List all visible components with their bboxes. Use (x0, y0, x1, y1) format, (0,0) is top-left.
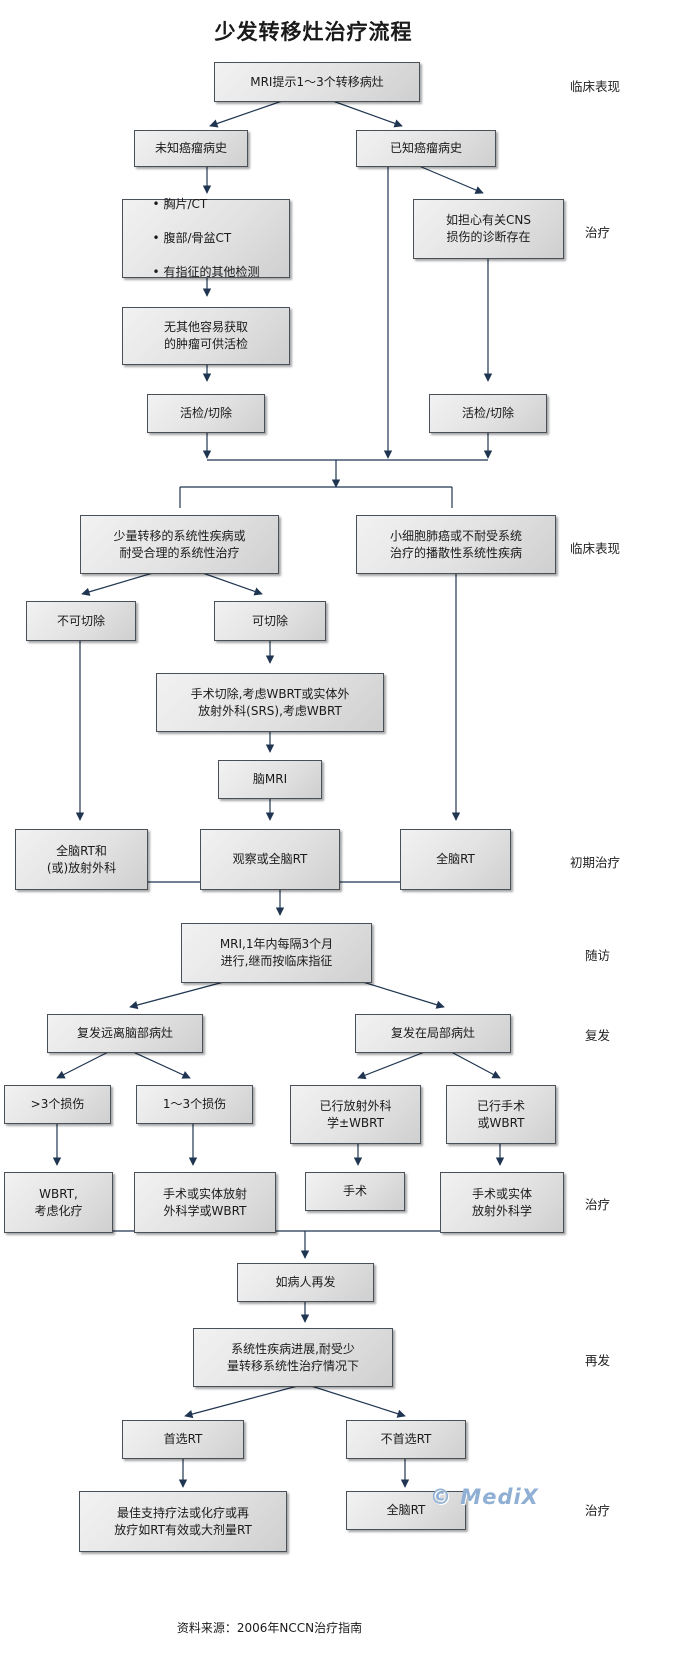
gt3-lesions-box: >3个损伤 (4, 1085, 111, 1124)
prior-radiosurgery-text: 已行放射外科 学±WBRT (319, 1098, 392, 1130)
surgery-wbrt-box: 手术切除,考虑WBRT或实体外 放射外科(SRS),考虑WBRT (156, 673, 384, 732)
surgery-or-srs-text: 手术或实体 放射外科学 (471, 1186, 532, 1218)
side-label-initial-treatment: 初期治疗 (570, 855, 621, 870)
workup-list: • 胸片/CT • 腹部/骨盆CT • 有指征的其他检测 (153, 179, 260, 298)
brain-mri-box: 脑MRI (218, 760, 322, 799)
prior-radiosurgery-box: 已行放射外科 学±WBRT (290, 1085, 421, 1144)
limited-systemic-text: 少量转移的系统性疾病或 耐受合理的系统性治疗 (113, 528, 246, 560)
biopsy-left-box: 活检/切除 (147, 394, 265, 433)
biopsy-left-text: 活检/切除 (179, 406, 233, 420)
side-label-treatment: 治疗 (585, 1197, 611, 1212)
known-history-text: 已知癌瘤病史 (389, 141, 462, 155)
side-label-re-recurrence: 再发 (585, 1353, 611, 1368)
wbrt-chemo-box: WBRT, 考虑化疗 (4, 1172, 113, 1233)
workup-box: • 胸片/CT • 腹部/骨盆CT • 有指征的其他检测 (122, 197, 290, 279)
no-easy-biopsy-box: 无其他容易获取 的肿瘤可供活检 (122, 307, 290, 365)
observe-wbrt-box: 观察或全脑RT (200, 829, 340, 890)
small-cell-text: 小细胞肺癌或不耐受系统 治疗的播散性系统性疾病 (389, 528, 522, 560)
gt3-lesions-text: >3个损伤 (30, 1097, 85, 1111)
systemic-progression-box: 系统性疾病进展,耐受少 量转移系统性治疗情况下 (193, 1328, 393, 1387)
wbrt-chemo-text: WBRT, 考虑化疗 (34, 1186, 83, 1218)
surgery-or-srs-wbrt-box: 手术或实体放射 外科学或WBRT (134, 1172, 276, 1233)
prior-rt-text: 首选RT (163, 1432, 203, 1446)
page-title: 少发转移灶治疗流程 (214, 20, 413, 44)
surgery-or-srs-wbrt-text: 手术或实体放射 外科学或WBRT (162, 1186, 247, 1218)
cns-concern-text: 如担心有关CNS 损伤的诊断存在 (446, 213, 531, 244)
biopsy-right-box: 活检/切除 (429, 394, 547, 433)
best-support-text: 最佳支持疗法或化疗或再 放疗如RT有效或大剂量RT (114, 1505, 252, 1537)
side-label-clinical: 临床表现 (570, 79, 621, 94)
brain-mri-text: 脑MRI (252, 772, 288, 786)
wbrt-radiosurgery-text: 全脑RT和 (或)放射外科 (46, 843, 117, 875)
unknown-history-text: 未知癌瘤病史 (154, 141, 227, 155)
local-recurrence-box: 复发在局部病灶 (355, 1014, 511, 1053)
observe-wbrt-text: 观察或全脑RT (232, 852, 308, 866)
wbrt-center-text: 全脑RT (436, 852, 475, 866)
if-recurs-text: 如病人再发 (275, 1275, 336, 1289)
resectable-text: 可切除 (251, 613, 288, 628)
wbrt-last-box: 全脑RT (346, 1491, 466, 1530)
unresectable-box: 不可切除 (26, 601, 136, 641)
watermark-logo: © MediX (430, 1485, 539, 1509)
known-history-box: 已知癌瘤病史 (356, 130, 496, 167)
if-recurs-box: 如病人再发 (237, 1263, 374, 1302)
side-label-followup: 随访 (585, 948, 611, 963)
prior-surgery-text: 已行手术 或WBRT (476, 1098, 525, 1130)
resectable-box: 可切除 (214, 601, 326, 641)
side-label-treatment: 治疗 (585, 225, 611, 240)
prior-rt-box: 首选RT (122, 1420, 244, 1459)
unknown-history-box: 未知癌瘤病史 (134, 130, 248, 167)
no-easy-biopsy-text: 无其他容易获取 的肿瘤可供活检 (163, 320, 248, 351)
surgery-box: 手术 (305, 1172, 405, 1211)
lesions-1-3-box: 1～3个损伤 (136, 1085, 253, 1124)
mri-1-3-lesions-box: MRI提示1～3个转移病灶 (214, 62, 420, 102)
workup-item: • 腹部/骨盆CT (152, 231, 232, 245)
followup-mri-box: MRI,1年内每隔3个月 进行,继而按临床指征 (181, 923, 372, 983)
distant-recurrence-box: 复发远离脑部病灶 (47, 1014, 203, 1053)
lesions-1-3-text: 1～3个损伤 (162, 1097, 227, 1111)
surgery-wbrt-text: 手术切除,考虑WBRT或实体外 放射外科(SRS),考虑WBRT (190, 686, 350, 718)
systemic-progression-text: 系统性疾病进展,耐受少 量转移系统性治疗情况下 (226, 1341, 359, 1373)
distant-recurrence-text: 复发远离脑部病灶 (76, 1026, 173, 1040)
wbrt-radiosurgery-box: 全脑RT和 (或)放射外科 (15, 829, 148, 890)
biopsy-right-text: 活检/切除 (461, 406, 515, 420)
no-prior-rt-text: 不首选RT (380, 1432, 432, 1446)
no-prior-rt-box: 不首选RT (346, 1420, 466, 1459)
followup-mri-text: MRI,1年内每隔3个月 进行,继而按临床指征 (219, 937, 334, 968)
source-note: 资料来源：2006年NCCN治疗指南 (176, 1621, 363, 1635)
side-label-clinical: 临床表现 (570, 541, 621, 556)
best-support-box: 最佳支持疗法或化疗或再 放疗如RT有效或大剂量RT (79, 1491, 287, 1552)
limited-systemic-box: 少量转移的系统性疾病或 耐受合理的系统性治疗 (80, 515, 279, 574)
surgery-text: 手术 (342, 1184, 367, 1198)
mri-1-3-lesions-text: MRI提示1～3个转移病灶 (250, 74, 384, 89)
unresectable-text: 不可切除 (56, 613, 105, 628)
wbrt-center-box: 全脑RT (400, 829, 511, 890)
wbrt-last-text: 全脑RT (386, 1503, 426, 1517)
side-label-treatment: 治疗 (585, 1503, 611, 1518)
cns-concern-box: 如担心有关CNS 损伤的诊断存在 (413, 199, 564, 259)
local-recurrence-text: 复发在局部病灶 (390, 1026, 475, 1040)
surgery-or-srs-box: 手术或实体 放射外科学 (440, 1172, 564, 1233)
workup-item: • 有指征的其他检测 (152, 265, 260, 279)
prior-surgery-box: 已行手术 或WBRT (446, 1085, 556, 1144)
small-cell-box: 小细胞肺癌或不耐受系统 治疗的播散性系统性疾病 (356, 515, 556, 574)
side-label-recurrence: 复发 (585, 1028, 611, 1043)
workup-item: • 胸片/CT (152, 197, 208, 211)
